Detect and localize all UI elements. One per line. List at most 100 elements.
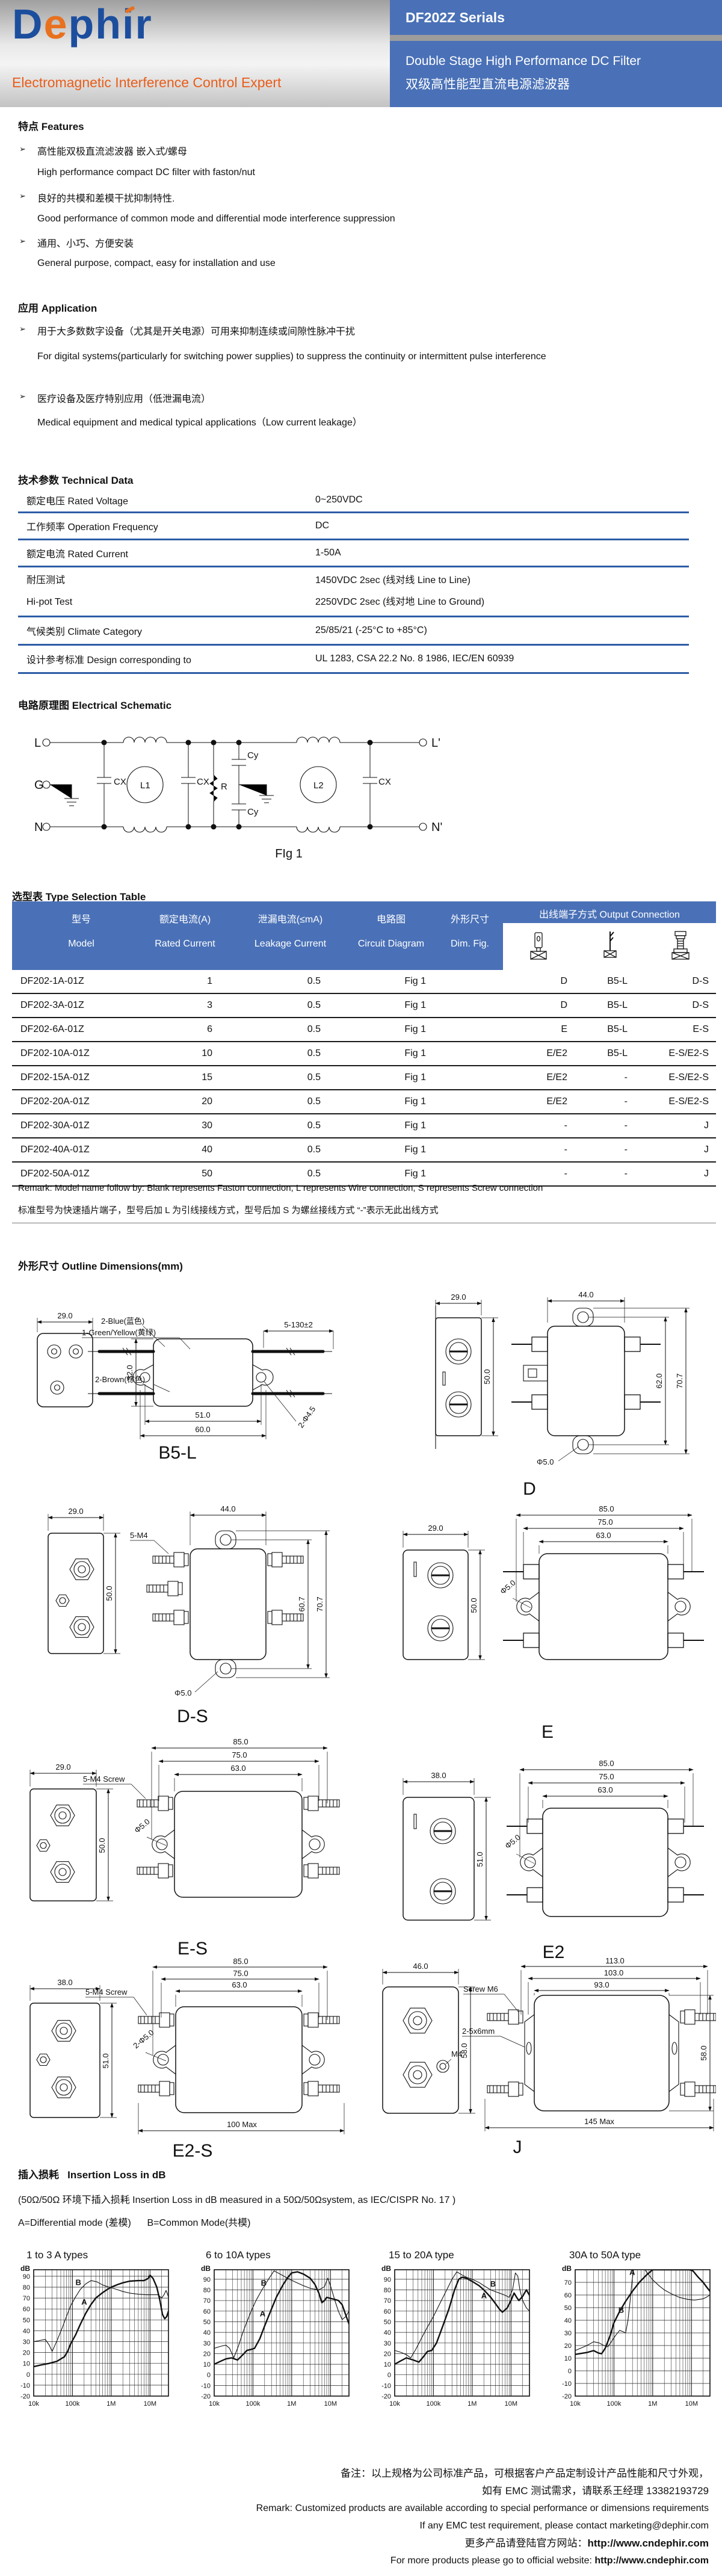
website-link[interactable]: http://www.cndephir.com (594, 2556, 709, 2566)
dim-label: 63.0 (230, 1764, 245, 1773)
footer-contact-en: If any EMC test requirement, please cont… (419, 2521, 709, 2531)
cell-circuit-diagram: Fig 1 (404, 976, 426, 986)
svg-text:10M: 10M (144, 2400, 156, 2408)
insertion-heading: 插入损耗 Insertion Loss in dB (18, 2166, 166, 2181)
svg-text:90: 90 (23, 2273, 30, 2281)
dim-label: M4 (451, 2049, 462, 2059)
chart-title: 1 to 3 A types (26, 2249, 88, 2261)
mode-a-label: A=Differential mode (差模) (18, 2218, 131, 2228)
cell-conn-wire: - (624, 1169, 628, 1179)
dim-label: 85.0 (599, 1504, 614, 1513)
svg-text:10k: 10k (570, 2400, 581, 2408)
col-header-connection-en: Output Connection (599, 910, 680, 920)
terminal-label: G (34, 779, 44, 792)
dim-label: 58.0 (699, 2045, 708, 2060)
cell-conn-wire: B5-L (607, 976, 628, 986)
cell-conn-faston: E/E2 (546, 1048, 567, 1058)
cell-rated-current: 40 (202, 1144, 212, 1155)
series-B-curve (395, 2271, 529, 2359)
cell-conn-wire: B5-L (607, 1000, 628, 1010)
svg-text:-20: -20 (562, 2393, 572, 2400)
svg-text:-20: -20 (201, 2393, 211, 2400)
cell-leakage-current: 0.5 (307, 1048, 321, 1058)
svg-text:10: 10 (384, 2361, 391, 2368)
subtitle-zh: 双级高性能型直流电源滤波器 (406, 78, 570, 91)
svg-text:dB: dB (201, 2264, 211, 2273)
dim-label: 46.0 (413, 1962, 428, 1971)
tech-label: 工作频率 Operation Frequency (26, 522, 158, 533)
divider-bar (390, 35, 722, 41)
selection-heading-en: Type Selection Table (45, 891, 146, 903)
series-B-label: B (619, 2305, 624, 2314)
svg-text:0: 0 (207, 2372, 211, 2379)
svg-text:10k: 10k (209, 2400, 220, 2408)
tech-label: 额定电流 Rated Current (26, 549, 128, 560)
drawing-caption: D-S (177, 1707, 208, 1726)
outline-heading-en: Outline Dimensions(mm) (61, 1261, 183, 1272)
dim-label: 50.0 (97, 1838, 106, 1853)
dim-label: 32.0 (125, 1365, 134, 1380)
footer-note-zh: 备注：以上规格为公司标准产品，可根据客户产品定制设计产品性能和尺寸外观， (341, 2468, 709, 2479)
bullet-arrow-icon: ➢ (19, 191, 26, 200)
svg-text:100k: 100k (245, 2400, 260, 2408)
col-header-model-en: Model (68, 939, 94, 949)
cell-leakage-current: 0.5 (307, 1120, 321, 1131)
table-row: 额定电流 Rated Current 1-50A (18, 540, 689, 567)
col-header-dim-en: Dim. Fig. (451, 939, 489, 949)
bullet-arrow-icon: ➢ (19, 236, 26, 246)
drawing-ds: 29.0 50.0 5-M4 44.0 60.7 70.7 Φ5.0 (24, 1491, 361, 1708)
cell-rated-current: 10 (202, 1048, 212, 1058)
dim-label: Φ5.0 (498, 1578, 517, 1596)
cell-conn-screw: E-S (693, 1024, 709, 1034)
dim-label: 2-Brown(棕色) (95, 1375, 145, 1384)
cell-model: DF202-3A-01Z (20, 1000, 84, 1010)
cell-conn-screw: E-S/E2-S (668, 1096, 709, 1107)
cell-rated-current: 20 (202, 1096, 212, 1107)
series-B-curve (214, 2270, 349, 2359)
connection-icon-strip (503, 923, 716, 970)
feature-zh: 通用、小巧、方便安装 (37, 239, 134, 249)
cell-conn-faston: E (561, 1024, 567, 1034)
dim-label: 50.0 (469, 1598, 478, 1613)
website-link[interactable]: http://www.cndephir.com (587, 2537, 709, 2549)
col-header-circuit-en: Circuit Diagram (357, 939, 425, 949)
application-heading-zh: 应用 (18, 303, 39, 314)
insertion-modes: A=Differential mode (差模) B=Common Mode(共… (18, 2214, 251, 2229)
dim-label: 2-Blue(蓝色) (101, 1317, 144, 1326)
svg-text:50: 50 (203, 2319, 211, 2326)
dim-label: 5-M4 (130, 1531, 148, 1540)
feature-en: Good performance of common mode and diff… (37, 214, 395, 224)
svg-text:80: 80 (384, 2287, 391, 2294)
component-label: CX (378, 777, 391, 787)
svg-text:30: 30 (203, 2340, 211, 2347)
brand-tagline: Electromagnetic Interference Control Exp… (12, 75, 282, 90)
figure-caption: FIg 1 (275, 847, 303, 860)
dim-label: 29.0 (428, 1524, 443, 1533)
svg-text:40: 40 (203, 2329, 211, 2337)
drawing-caption: J (513, 2137, 522, 2157)
cell-circuit-diagram: Fig 1 (404, 1000, 426, 1010)
svg-text:10M: 10M (685, 2400, 698, 2408)
cell-conn-screw: J (704, 1120, 709, 1131)
svg-text:20: 20 (564, 2343, 572, 2350)
dim-label: 51.0 (101, 2053, 110, 2068)
dim-label: 113.0 (605, 1957, 625, 1965)
cell-leakage-current: 0.5 (307, 1024, 321, 1034)
chart-title: 6 to 10A types (206, 2249, 271, 2261)
cell-conn-faston: - (564, 1120, 567, 1131)
series-B-label: B (261, 2279, 267, 2288)
cell-conn-screw: J (704, 1169, 709, 1179)
drawing-e2s: 38.0 51.0 5-M4 Screw 85.0 75.0 63.0 2-Φ5… (18, 1957, 367, 2142)
tech-value: 0~250VDC (315, 495, 363, 505)
component-label: Cy (247, 807, 259, 817)
col-header-connection-zh: 出线端子方式 (539, 910, 597, 920)
footer-website-prefix-en: For more products please go to official … (390, 2556, 595, 2566)
feature-zh: 良好的共模和差模干扰抑制特性. (37, 194, 175, 204)
